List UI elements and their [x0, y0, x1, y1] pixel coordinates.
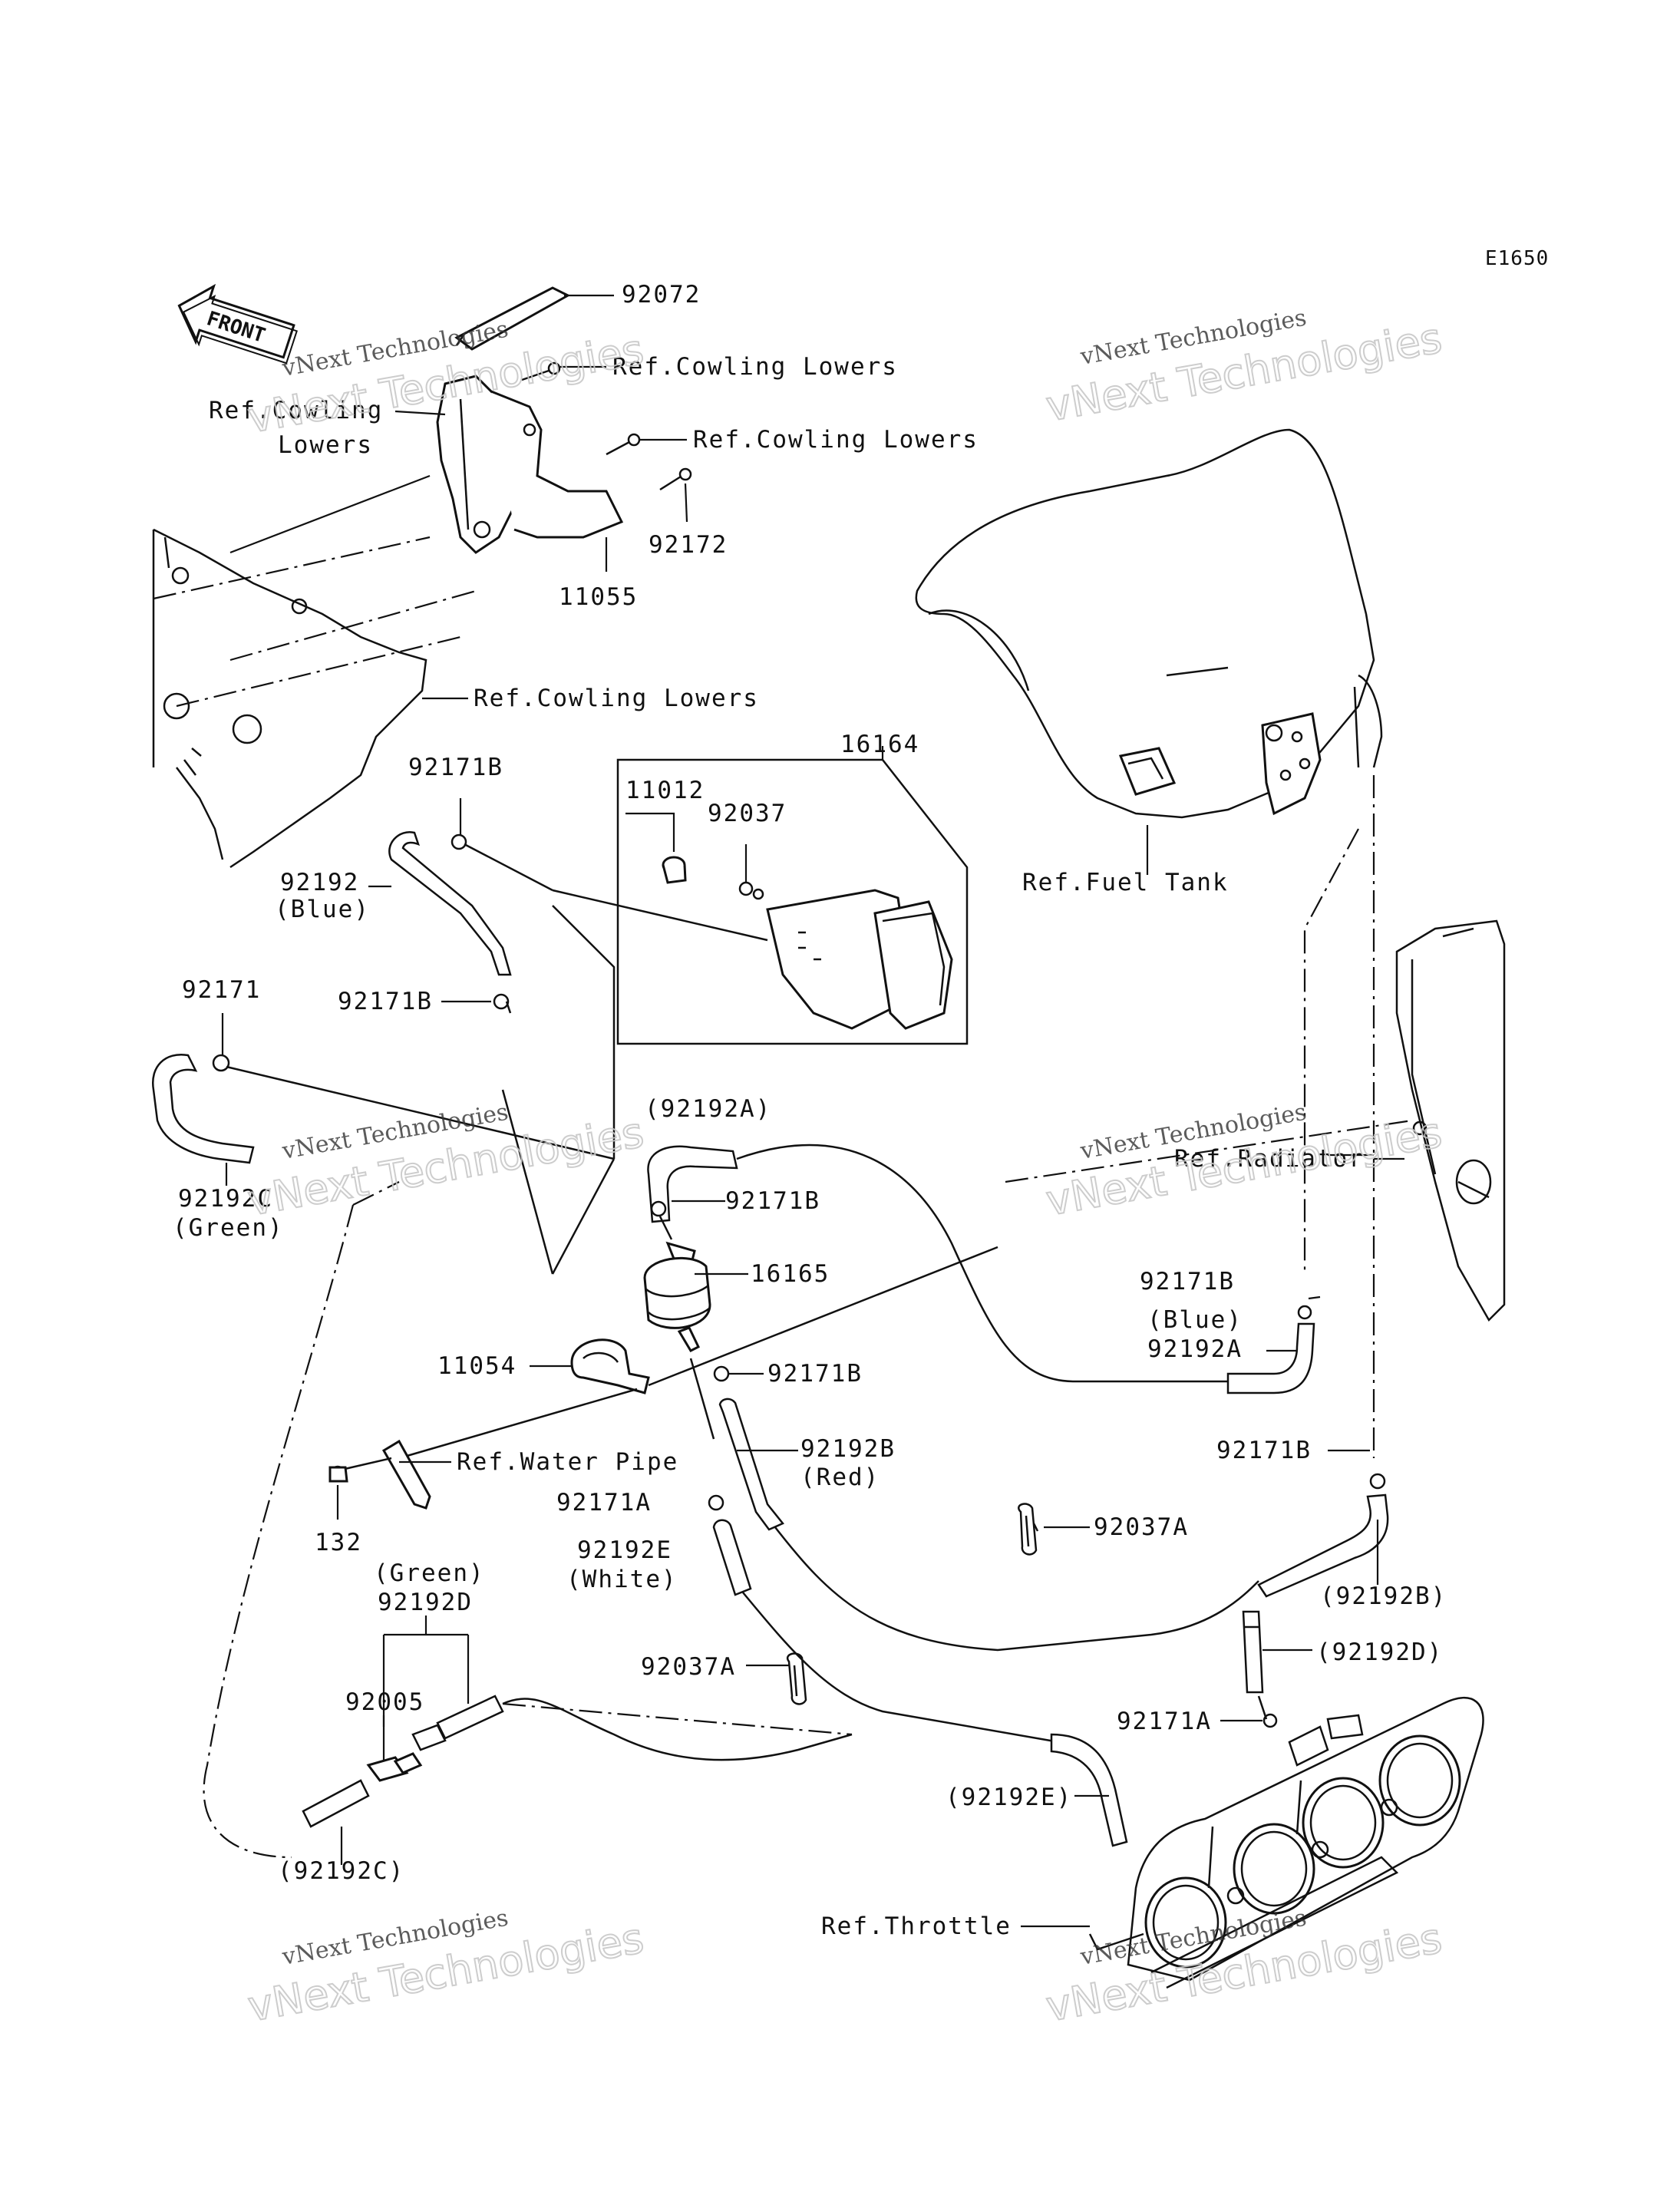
- label-92171b-3: 92171B: [725, 1187, 820, 1215]
- fuel-tank: [915, 428, 1383, 1458]
- label-92192a-paren: (92192A): [645, 1095, 771, 1123]
- hose-92192-blue: [388, 830, 553, 1014]
- label-green-1: (Green): [173, 1214, 284, 1242]
- throttle-body: [1088, 1696, 1484, 1989]
- label-green-2: (Green): [374, 1559, 485, 1587]
- canister-16164-box: [616, 758, 969, 1045]
- label-ref-cowling-lowers-3: Ref.Cowling Lowers: [693, 426, 979, 454]
- label-92192d: 92192D: [378, 1589, 473, 1616]
- hose-92192e-lower: [1050, 1733, 1128, 1847]
- hose-92192a: [647, 1144, 1315, 1394]
- hose-92192b-red: [689, 1358, 1389, 1652]
- label-92171b-6: 92171B: [1216, 1437, 1312, 1464]
- diagram-code: E1650: [1485, 247, 1549, 270]
- filter-16165: [643, 1200, 711, 1352]
- joint-92005: [366, 1752, 423, 1782]
- label-11012: 11012: [625, 777, 705, 804]
- watermark-5: vNext Technologies vNext Technologies: [243, 1905, 648, 2032]
- label-92192e: 92192E: [577, 1536, 672, 1564]
- label-16165: 16165: [751, 1260, 830, 1288]
- label-ref-fuel-tank: Ref.Fuel Tank: [1022, 869, 1229, 896]
- label-92171b-1: 92171B: [408, 754, 503, 781]
- hose-92192d-right: [1242, 1610, 1278, 1728]
- label-ref-cowling-lowers-4: Ref.Cowling Lowers: [474, 685, 759, 712]
- label-92072: 92072: [622, 281, 701, 309]
- label-blue-2: (Blue): [1147, 1306, 1243, 1334]
- label-ref-throttle: Ref.Throttle: [821, 1913, 1012, 1940]
- label-11055: 11055: [559, 583, 638, 611]
- label-92005: 92005: [345, 1688, 424, 1716]
- radiator: [1005, 919, 1506, 1322]
- label-92192e-paren: (92192E): [946, 1784, 1072, 1811]
- clamp-11054: [398, 1246, 998, 1460]
- label-ref-water-pipe: Ref.Water Pipe: [457, 1448, 678, 1476]
- label-92192: 92192: [280, 869, 359, 896]
- hose-92192c-lower: [302, 1779, 370, 1828]
- label-blue-1: (Blue): [275, 896, 370, 923]
- hose-92192c-green: [151, 1053, 615, 1164]
- label-ref-cowling-2a: Ref.Cowling: [209, 397, 383, 424]
- label-white: (White): [566, 1566, 678, 1593]
- watermark-2: vNext Technologies vNext Technologies: [1041, 305, 1446, 432]
- front-arrow-icon: FRONT: [177, 283, 298, 365]
- label-92192b-paren: (92192B): [1320, 1582, 1447, 1610]
- clip-92037a-2: [786, 1652, 807, 1705]
- label-11054: 11054: [437, 1352, 517, 1380]
- label-92037a-1: 92037A: [1094, 1513, 1189, 1541]
- label-16164: 16164: [840, 731, 919, 758]
- label-92172: 92172: [649, 531, 728, 559]
- label-92171a-1: 92171A: [556, 1489, 652, 1516]
- label-92171a-2: 92171A: [1117, 1708, 1212, 1735]
- bracket-11055: [436, 375, 624, 554]
- watermark-6: vNext Technologies vNext Technologies: [1041, 1905, 1446, 2032]
- label-92192a: 92192A: [1147, 1335, 1243, 1363]
- label-red: (Red): [800, 1464, 880, 1491]
- label-92037a-2: 92037A: [641, 1653, 736, 1681]
- bolts: [521, 361, 692, 491]
- label-92192d-paren: (92192D): [1316, 1639, 1443, 1666]
- clip-92037a-1: [1018, 1503, 1039, 1556]
- hose-92192d-green: [411, 1695, 853, 1761]
- label-92037: 92037: [708, 800, 787, 827]
- watermark-3: vNext Technologies vNext Technologies: [243, 1099, 648, 1226]
- label-92171b-4: 92171B: [1140, 1268, 1235, 1295]
- label-132: 132: [315, 1529, 362, 1556]
- watermark-4: vNext Technologies vNext Technologies: [1041, 1099, 1446, 1226]
- cowling-lowers-panel: [152, 528, 477, 869]
- label-92192c-paren: (92192C): [278, 1857, 404, 1885]
- label-ref-radiator: Ref.Radiator: [1174, 1145, 1365, 1173]
- label-92192b: 92192B: [800, 1435, 896, 1463]
- label-92171b-2: 92171B: [338, 988, 433, 1015]
- label-ref-cowling-lowers-1: Ref.Cowling Lowers: [612, 353, 898, 381]
- label-92171: 92171: [182, 976, 261, 1004]
- label-92171b-5: 92171B: [767, 1360, 863, 1388]
- label-ref-cowling-2b: Lowers: [278, 431, 373, 459]
- label-92192c: 92192C: [178, 1185, 273, 1213]
- hose-92192e-white: [708, 1494, 1060, 1744]
- water-pipe: [328, 1439, 431, 1510]
